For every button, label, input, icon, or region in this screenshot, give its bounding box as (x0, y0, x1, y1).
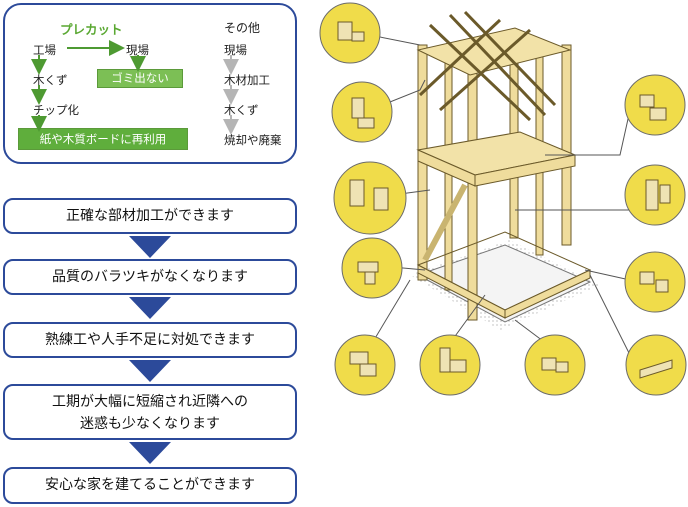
site-label: 現場 (126, 43, 149, 57)
timber-frame-illustration (319, 2, 687, 396)
down-arrow-icon (129, 360, 171, 382)
step-text: 熟練工や人手不足に対処できます (45, 332, 255, 348)
other-item-disposal: 焼却や廃棄 (224, 133, 282, 147)
down-arrow-icon (129, 442, 171, 464)
step-text: 品質のバラツキがなくなります (52, 269, 248, 285)
precut-comparison-box: プレカット 工場 現場 木くず ゴミ出ない チップ化 紙や木質ボードに再利用 そ… (3, 3, 297, 164)
other-title: その他 (224, 21, 261, 35)
precut-title: プレカット (60, 22, 123, 37)
flow-arrows (31, 40, 239, 135)
chip-label: チップ化 (33, 103, 79, 117)
step-shorter-schedule: 工期が大幅に短縮され近隣への 迷惑も少なくなります (3, 384, 297, 440)
other-item-woodchips: 木くず (224, 103, 259, 117)
down-arrow-icon (129, 297, 171, 319)
step-text-line2: 迷惑も少なくなります (80, 416, 220, 432)
down-arrow-icon (129, 236, 171, 258)
joint-glyphs (337, 21, 673, 379)
factory-label: 工場 (33, 43, 56, 57)
frame (416, 10, 592, 321)
step-text-line1: 工期が大幅に短縮され近隣への (52, 394, 248, 410)
woodchips-label: 木くず (33, 73, 68, 87)
other-item-processing: 木材加工 (224, 73, 270, 87)
step-text: 安心な家を建てることができます (45, 477, 255, 493)
joint-callout-icon (333, 161, 407, 235)
step-quality: 品質のバラツキがなくなります (3, 259, 297, 295)
other-item-site: 現場 (224, 43, 247, 57)
step-text: 正確な部材加工ができます (66, 208, 234, 224)
step-labor-shortage: 熟練工や人手不足に対処できます (3, 322, 297, 358)
reuse-box: 紙や木質ボードに再利用 (18, 128, 188, 150)
step-accurate-processing: 正確な部材加工ができます (3, 198, 297, 234)
joint-callout-icon (624, 251, 686, 313)
step-safe-home: 安心な家を建てることができます (3, 467, 297, 504)
joint-callout-icon (624, 74, 686, 136)
